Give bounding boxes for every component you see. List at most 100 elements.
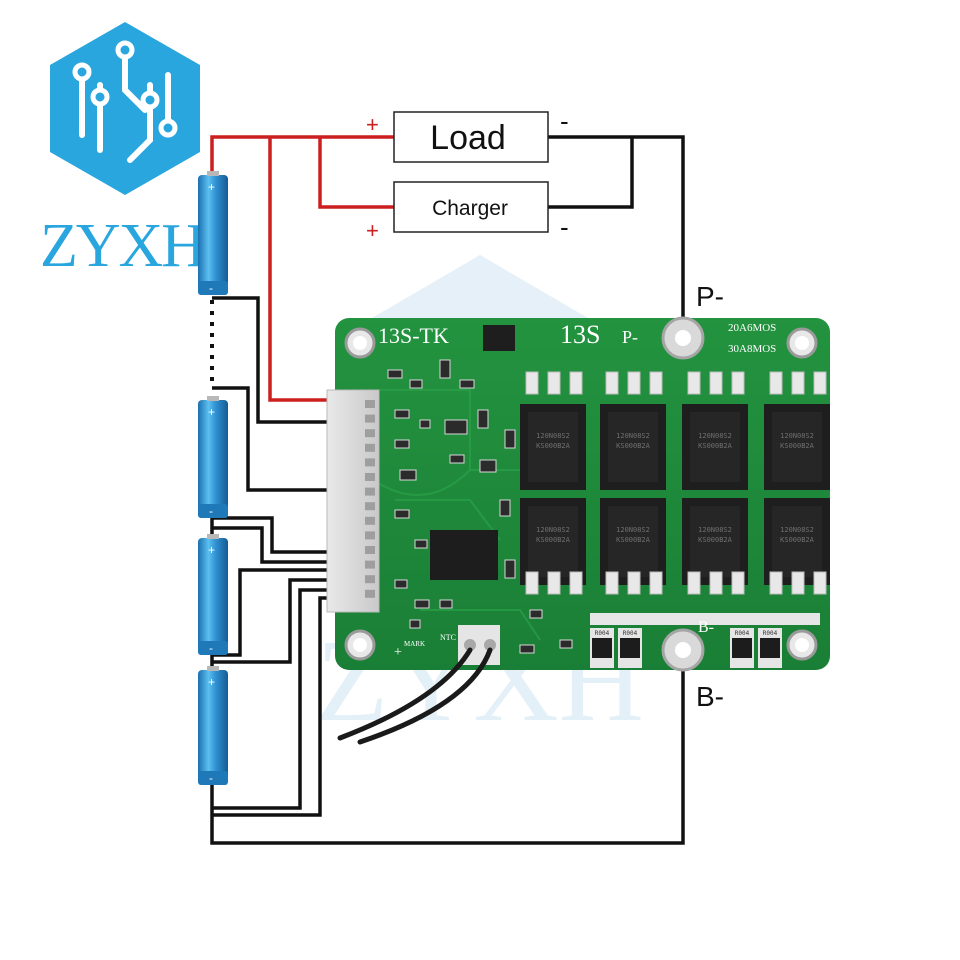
mosfet-code: 120N08S2 xyxy=(616,526,650,534)
connector-pin xyxy=(365,560,375,569)
mosfet-code: KS000B2A xyxy=(698,536,733,544)
mosfet-code: KS000B2A xyxy=(616,442,651,450)
smd-part xyxy=(504,429,516,449)
p-minus-terminal-label: P- xyxy=(696,281,724,312)
battery-cells: +-+-+-+- xyxy=(198,171,228,785)
mosfet-pin xyxy=(525,571,539,595)
charger-box: Charger xyxy=(393,181,549,233)
connector-pin xyxy=(365,458,375,467)
mosfet-pin xyxy=(813,571,827,595)
mosfet-pin xyxy=(547,371,561,395)
connector-pin xyxy=(365,546,375,554)
shunt-resistor: R004 xyxy=(618,628,642,668)
balance-connector xyxy=(326,389,380,613)
connector-pin xyxy=(365,531,375,540)
brand-logo: ZYXH xyxy=(40,22,206,280)
smd-part xyxy=(387,369,403,379)
smd-part xyxy=(439,599,453,609)
connector-pin xyxy=(365,487,375,496)
mosfet-code: 120N08S2 xyxy=(536,432,570,440)
mosfet-pin xyxy=(547,571,561,595)
smd-part xyxy=(499,499,511,517)
mosfet-pin xyxy=(569,571,583,595)
smd-part xyxy=(409,379,423,389)
load-label: Load xyxy=(430,119,506,157)
shunt-code: R004 xyxy=(623,630,638,637)
load-plus: + xyxy=(366,112,379,137)
smd-part xyxy=(439,359,451,379)
mounting-holes xyxy=(344,327,818,661)
b-minus-pad xyxy=(661,628,705,672)
smd-part xyxy=(409,619,421,629)
battery-plus-mark: + xyxy=(208,675,215,689)
shunt-resistor: R004 xyxy=(758,628,782,668)
rating-20a: 20A6MOS xyxy=(728,322,776,334)
shunt-code: R004 xyxy=(735,630,750,637)
b-minus-terminal-label: B- xyxy=(696,681,724,712)
brand-name: ZYXH xyxy=(40,212,206,280)
mosfet-code: KS000B2A xyxy=(616,536,651,544)
mosfet-pin xyxy=(569,371,583,395)
shunt-resistor: R004 xyxy=(730,628,754,668)
mosfet-pin xyxy=(627,371,641,395)
battery-cell: +- xyxy=(198,396,228,518)
charger-minus: - xyxy=(560,212,569,242)
smd-part xyxy=(399,469,417,481)
battery-plus-mark: + xyxy=(208,405,215,419)
mosfet-code: KS000B2A xyxy=(536,442,571,450)
connector-pin xyxy=(365,443,375,452)
mosfet-pin xyxy=(525,371,539,395)
ntc-pads xyxy=(458,625,500,665)
mosfet-code: 120N08S2 xyxy=(698,526,732,534)
mosfet-pin xyxy=(605,571,619,595)
mosfet-code: KS000B2A xyxy=(780,442,815,450)
connector-pin xyxy=(365,516,375,525)
mosfet-pin xyxy=(769,371,783,395)
smd-part xyxy=(394,439,410,449)
controller-ic xyxy=(430,530,498,580)
mosfet-pin xyxy=(731,371,745,395)
charger-label: Charger xyxy=(432,197,508,220)
ntc-label: NTC xyxy=(440,633,456,642)
mosfet-pin xyxy=(791,571,805,595)
connector-pin xyxy=(365,400,375,408)
mosfet-code: KS000B2A xyxy=(780,536,815,544)
mosfet-array: 120N08S2KS000B2A120N08S2KS000B2A120N08S2… xyxy=(520,371,830,595)
mosfet-code: 120N08S2 xyxy=(780,526,814,534)
smd-part xyxy=(394,579,408,589)
mosfet-pin xyxy=(627,571,641,595)
smd-part xyxy=(477,409,489,429)
mosfet-pin xyxy=(769,571,783,595)
battery-minus-mark: - xyxy=(209,771,213,785)
board-model: 13S-TK xyxy=(378,323,449,348)
mosfet-pin xyxy=(649,371,663,395)
smd-part xyxy=(529,609,543,619)
board-plus-mark: + xyxy=(394,645,402,660)
smd-part xyxy=(394,409,410,419)
connector-pin xyxy=(365,502,375,511)
smd-part xyxy=(414,599,430,609)
smd-part xyxy=(414,539,428,549)
smd-part xyxy=(559,639,573,649)
mosfet-pin xyxy=(791,371,805,395)
mosfet-pin xyxy=(687,371,701,395)
board-series: 13S xyxy=(560,320,600,349)
mosfet-pin xyxy=(605,371,619,395)
mosfet-code: 120N08S2 xyxy=(780,432,814,440)
mosfet-pin xyxy=(709,371,723,395)
smd-part xyxy=(449,454,465,464)
battery-minus-mark: - xyxy=(209,281,213,295)
battery-minus-mark: - xyxy=(209,504,213,518)
smd-part xyxy=(479,459,497,473)
smd-part xyxy=(444,419,468,435)
mosfet-pin xyxy=(649,571,663,595)
mosfet-code: 120N08S2 xyxy=(536,526,570,534)
connector-pin xyxy=(365,589,375,598)
